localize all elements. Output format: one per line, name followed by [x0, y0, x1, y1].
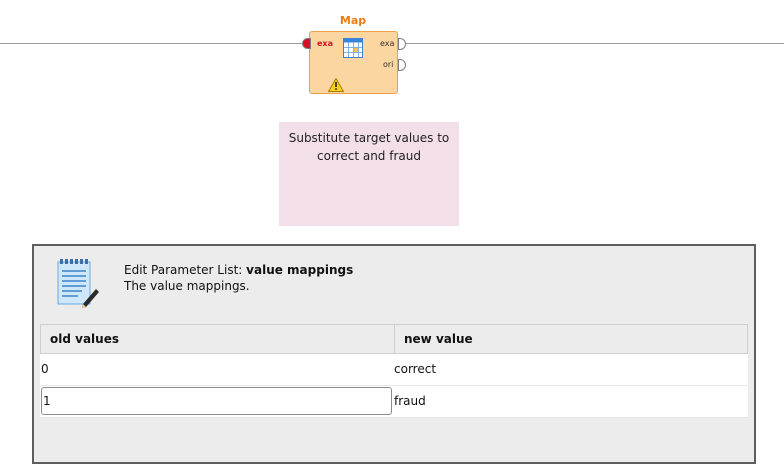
- dialog-title-param: value mappings: [246, 263, 354, 277]
- process-note[interactable]: Substitute target values to correct and …: [279, 122, 459, 226]
- column-header-new-value[interactable]: new value: [404, 332, 473, 346]
- dialog-description: The value mappings.: [124, 279, 250, 293]
- old-value-cell[interactable]: 1: [40, 386, 394, 417]
- edit-list-icon: [57, 259, 99, 308]
- table-row[interactable]: 1 fraud: [40, 386, 748, 418]
- connection-line-out: [406, 43, 784, 44]
- old-value-cell[interactable]: 0: [41, 362, 49, 376]
- output-port-ori[interactable]: [398, 59, 406, 71]
- note-line-2: correct and fraud: [317, 149, 421, 163]
- edit-parameter-list-dialog: Edit Parameter List: value mappings The …: [32, 244, 756, 464]
- table-header: old values new value: [40, 324, 748, 354]
- output-port-label-exa: exa: [380, 39, 395, 48]
- old-value-editor[interactable]: 1: [41, 387, 392, 415]
- dialog-title: Edit Parameter List: value mappings: [124, 263, 353, 277]
- note-line-1: Substitute target values to: [288, 131, 450, 145]
- dialog-title-prefix: Edit Parameter List:: [124, 263, 243, 277]
- new-value-cell[interactable]: correct: [394, 362, 437, 376]
- connection-line-in: [0, 43, 305, 44]
- input-port-label: exa: [317, 39, 333, 48]
- output-port-exa[interactable]: [398, 38, 406, 50]
- new-value-cell[interactable]: fraud: [394, 394, 426, 408]
- column-header-old-values[interactable]: old values: [41, 325, 395, 353]
- output-port-label-ori: ori: [383, 60, 394, 69]
- input-port-exa[interactable]: [302, 38, 311, 49]
- table-grid-icon: [343, 38, 363, 58]
- value-mappings-table: old values new value 0 correct 1 fraud: [40, 324, 748, 418]
- operator-title: Map: [339, 14, 367, 27]
- table-row[interactable]: 0 correct: [40, 354, 748, 386]
- warning-icon[interactable]: [328, 78, 344, 92]
